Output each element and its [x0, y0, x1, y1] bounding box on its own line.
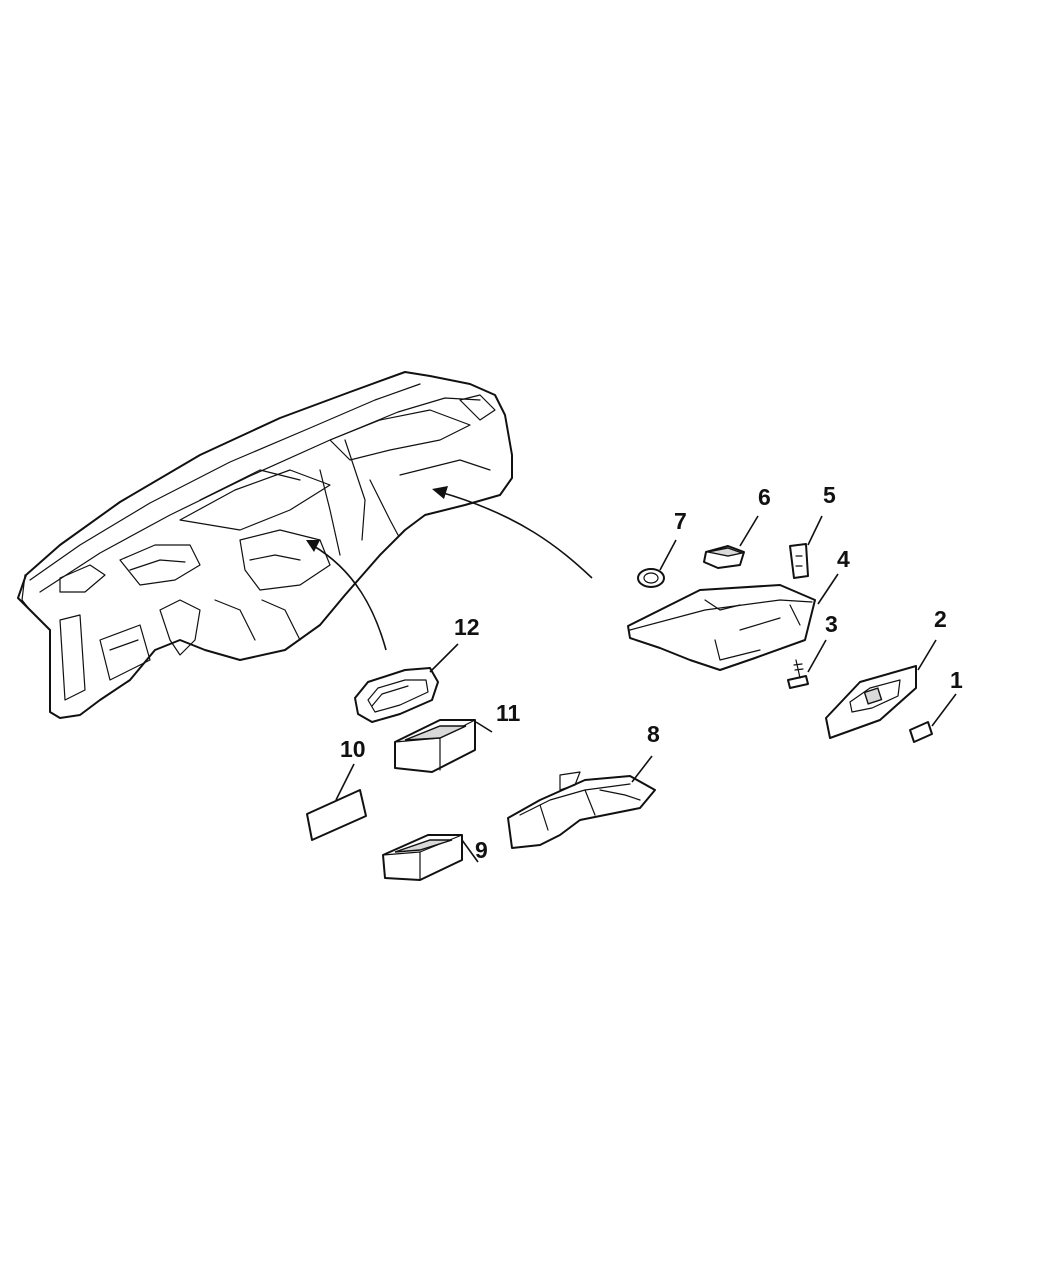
callout-leaders — [335, 515, 957, 863]
callout-8: 8 — [647, 721, 660, 747]
callout-1: 1 — [950, 667, 963, 693]
instrument-panel — [17, 371, 513, 719]
callout-4: 4 — [837, 546, 850, 572]
callout-11: 11 — [496, 700, 521, 726]
callout-2: 2 — [934, 606, 947, 632]
arrowhead-icon — [306, 540, 320, 552]
part-4-glove-box — [627, 584, 816, 671]
callout-9: 9 — [475, 837, 488, 863]
callout-10: 10 — [340, 736, 366, 762]
leader-arrow-center-bin — [311, 544, 387, 651]
part-9-tray — [382, 834, 463, 881]
part-3-screw — [787, 659, 809, 689]
leader-arrow-glove-box — [439, 491, 593, 579]
part-6-cap — [703, 545, 745, 569]
part-11-bin — [394, 719, 476, 773]
callout-labels: 1 2 3 4 5 6 7 8 9 10 11 12 — [340, 482, 963, 863]
part-12-bezel — [354, 667, 439, 723]
part-2-door — [825, 665, 917, 739]
callout-7: 7 — [674, 508, 687, 534]
arrowhead-icon — [432, 486, 448, 499]
part-7-grommet — [637, 568, 665, 588]
callout-6: 6 — [758, 484, 771, 510]
part-10-pad — [306, 789, 367, 841]
part-1-latch — [909, 721, 933, 743]
part-5-clip — [789, 543, 809, 579]
callout-12: 12 — [454, 614, 480, 640]
callout-5: 5 — [823, 482, 836, 508]
part-8-duct — [507, 771, 656, 849]
callout-3: 3 — [825, 611, 838, 637]
